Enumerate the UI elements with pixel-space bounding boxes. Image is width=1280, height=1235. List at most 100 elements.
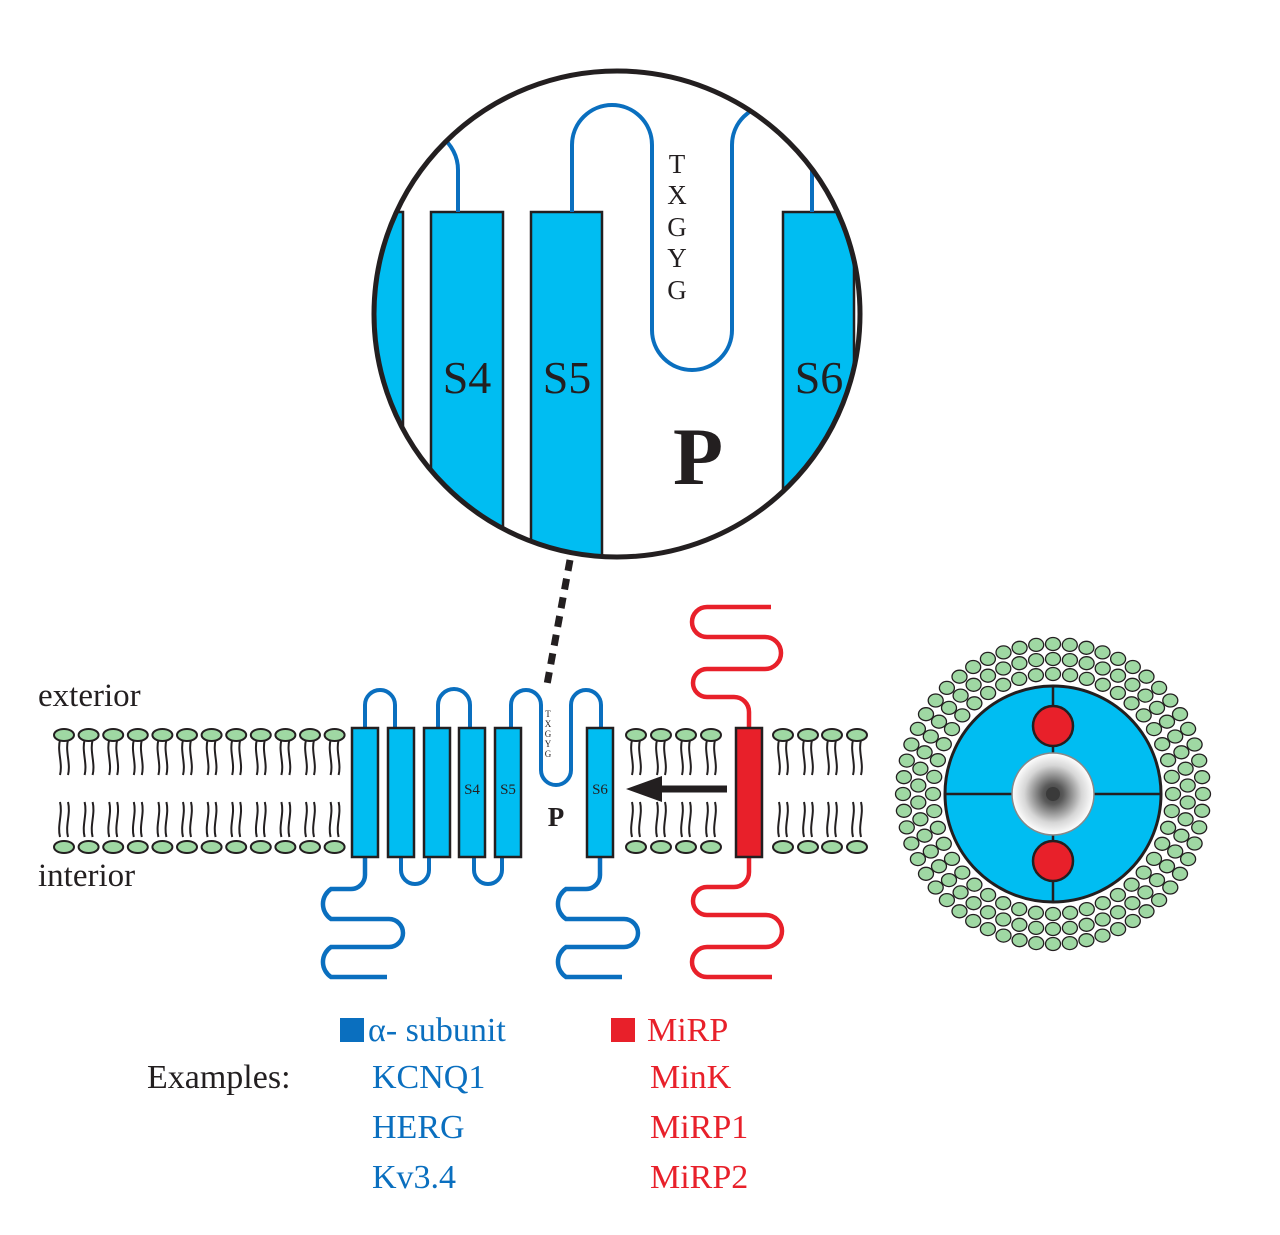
lipid-head bbox=[1179, 795, 1196, 810]
lipid-head bbox=[954, 865, 971, 880]
lipid-head bbox=[1027, 668, 1045, 683]
lipid-head bbox=[1193, 803, 1211, 818]
lipid-head bbox=[935, 836, 952, 851]
zoom-connector-dotted-line bbox=[542, 559, 574, 691]
alpha-filter-g1: G bbox=[545, 729, 552, 739]
lipid-head bbox=[1044, 906, 1062, 922]
lipid-head bbox=[1109, 921, 1127, 937]
lipid-head bbox=[895, 770, 913, 785]
alpha-filter-t: T bbox=[545, 709, 551, 719]
lipid-head bbox=[1167, 844, 1184, 859]
lipid-molecule bbox=[772, 801, 794, 854]
lipid-head bbox=[1145, 721, 1163, 737]
alpha-loop-s4-s5 bbox=[472, 857, 504, 886]
lipid-head bbox=[922, 729, 939, 744]
lipid-head bbox=[965, 677, 982, 692]
legend-alpha-title: α- subunit bbox=[368, 1012, 506, 1049]
lipid-head bbox=[1148, 872, 1166, 888]
lipid-head bbox=[938, 680, 956, 696]
lipid-head bbox=[1138, 669, 1155, 684]
lipid-head bbox=[1078, 901, 1095, 917]
lipid-head bbox=[979, 921, 997, 937]
lipid-molecule bbox=[299, 801, 321, 854]
alpha-label-s4: S4 bbox=[464, 782, 480, 798]
pore-center bbox=[1046, 787, 1060, 801]
legend-alpha-header: α- subunit bbox=[340, 1006, 506, 1056]
lipid-head bbox=[909, 851, 927, 867]
lipid-head bbox=[927, 880, 944, 895]
lipid-molecule bbox=[772, 728, 794, 776]
lipid-head bbox=[912, 761, 929, 776]
lipid-molecule bbox=[846, 801, 868, 854]
lipid-head bbox=[966, 877, 983, 892]
lipid-head bbox=[1094, 912, 1111, 927]
lipid-head bbox=[1179, 851, 1197, 867]
lipid-head bbox=[916, 828, 933, 843]
zoom-label-s4: S4 bbox=[443, 352, 492, 403]
alpha-helix-s5 bbox=[493, 726, 523, 859]
zoom-label-s6: S6 bbox=[795, 352, 844, 403]
lipid-head bbox=[1162, 693, 1179, 708]
lipid-head bbox=[1061, 668, 1079, 683]
lipid-head bbox=[952, 688, 969, 703]
lipid-head bbox=[1027, 905, 1045, 920]
lipid-head bbox=[965, 896, 982, 911]
lipid-head bbox=[1044, 651, 1062, 667]
lipid-molecule bbox=[77, 728, 100, 776]
lipid-head bbox=[965, 659, 982, 675]
lipid-head bbox=[1027, 652, 1045, 668]
lipid-head bbox=[1061, 652, 1079, 668]
mirp-transmembrane-helix bbox=[734, 726, 764, 859]
alpha-n-terminus bbox=[320, 857, 406, 980]
mirp-example: MiRP1 bbox=[650, 1109, 749, 1146]
lipid-head bbox=[924, 786, 942, 802]
lipid-molecule bbox=[274, 801, 297, 854]
mirp-example: MiRP2 bbox=[650, 1159, 749, 1196]
lipid-head bbox=[965, 913, 982, 929]
lipid-molecule bbox=[102, 801, 125, 854]
lipid-head bbox=[940, 872, 958, 888]
lipid-head bbox=[898, 820, 915, 835]
lipid-head bbox=[1173, 828, 1190, 843]
lipid-molecule bbox=[821, 801, 843, 854]
lipid-molecule bbox=[821, 728, 843, 776]
lipid-head bbox=[966, 696, 983, 711]
lipid-molecule bbox=[675, 728, 697, 776]
lipid-head bbox=[903, 737, 920, 752]
alpha-c-terminus bbox=[555, 857, 641, 980]
lipid-head bbox=[1109, 887, 1127, 903]
lipid-molecule bbox=[151, 801, 174, 854]
zoom-filter-t: T bbox=[669, 149, 686, 179]
lipid-head bbox=[1124, 659, 1141, 675]
lipid-head bbox=[979, 685, 997, 701]
lipid-bilayer bbox=[53, 728, 868, 854]
lipid-molecule bbox=[176, 728, 198, 776]
lipid-head bbox=[1094, 645, 1111, 660]
lipid-head bbox=[1154, 737, 1171, 752]
zoom-helix-s5 bbox=[529, 210, 604, 557]
lipid-head bbox=[1164, 786, 1182, 802]
lipid-head bbox=[1191, 820, 1208, 835]
alpha-label-s5: S5 bbox=[500, 782, 516, 798]
alpha-subunit: S4 S5 S6 T X G Y G P bbox=[320, 687, 641, 980]
lipid-molecule bbox=[249, 801, 272, 854]
lipid-head bbox=[1011, 656, 1028, 671]
lipid-molecule bbox=[77, 801, 100, 854]
lipid-head bbox=[1150, 892, 1168, 908]
lipid-head bbox=[909, 721, 927, 737]
lipid-head bbox=[979, 668, 997, 683]
lipid-head bbox=[954, 708, 971, 723]
alpha-example: KCNQ1 bbox=[372, 1059, 486, 1096]
lipid-head bbox=[1011, 671, 1028, 687]
lipid-molecule bbox=[700, 801, 722, 854]
zoom-helix-s6 bbox=[781, 210, 856, 557]
lipid-molecule bbox=[797, 728, 819, 776]
lipid-head bbox=[926, 769, 943, 785]
lipid-head bbox=[1094, 896, 1111, 911]
lipid-head bbox=[1179, 778, 1196, 793]
lipid-head bbox=[910, 795, 927, 810]
lipid-head bbox=[1135, 708, 1152, 723]
lipid-molecule bbox=[323, 728, 346, 776]
lipid-head bbox=[1171, 866, 1189, 881]
lipid-head bbox=[995, 677, 1012, 692]
